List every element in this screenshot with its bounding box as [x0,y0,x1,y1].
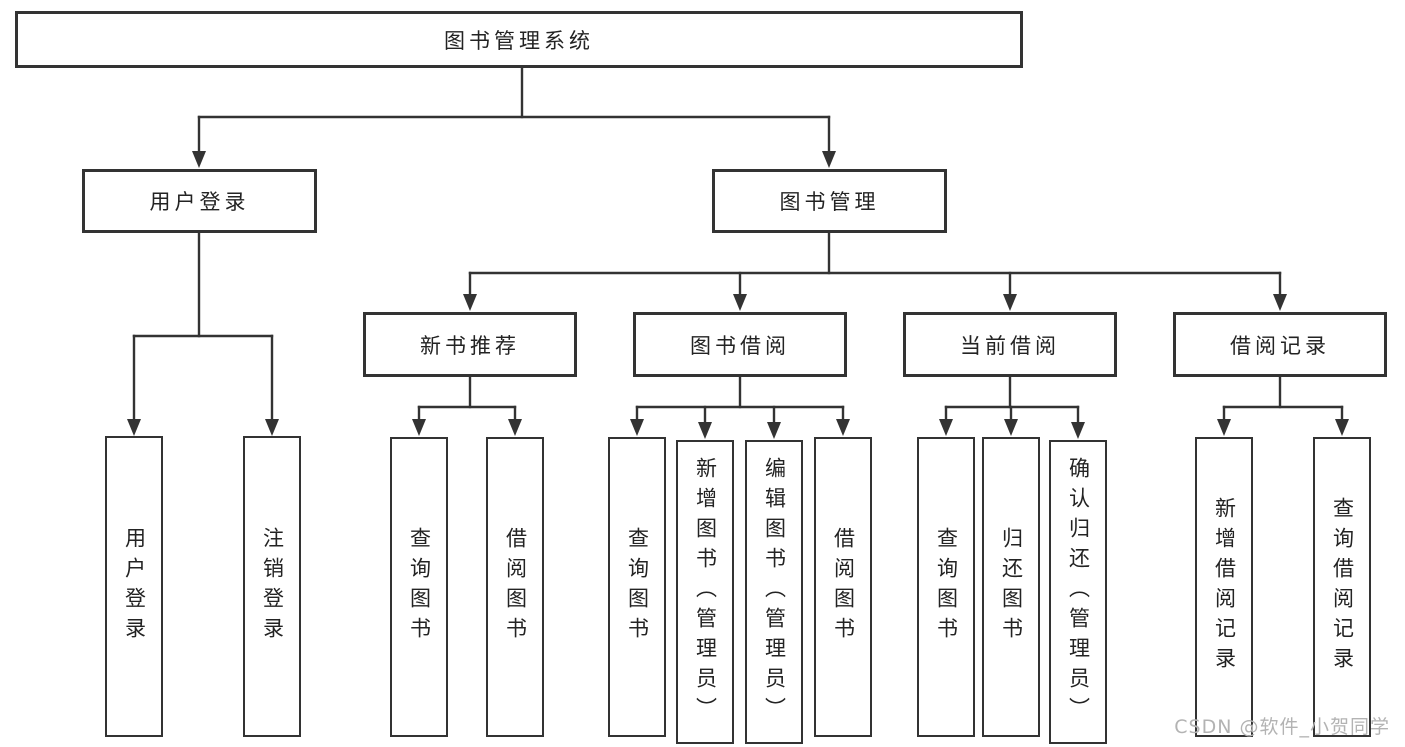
leaf-logout-login: 注销登录 [243,436,301,737]
node-user-login: 用户登录 [82,169,317,233]
node-new-book-recommend: 新书推荐 [363,312,577,377]
node-borrow-records: 借阅记录 [1173,312,1387,377]
leaf-user-login: 用户登录 [105,436,163,737]
csdn-watermark: CSDN @软件_小贺同学 [1174,716,1390,738]
leaf-add-books-admin: 新增图书（管理员） [676,440,734,744]
leaf-add-borrow-record: 新增借阅记录 [1195,437,1253,737]
leaf-query-borrow-record: 查询借阅记录 [1313,437,1371,737]
node-book-management: 图书管理 [712,169,947,233]
node-current-borrow: 当前借阅 [903,312,1117,377]
leaf-borrow-books: 借阅图书 [814,437,872,737]
leaf-borrow-books-recommend: 借阅图书 [486,437,544,737]
node-book-borrow: 图书借阅 [633,312,847,377]
leaf-return-books: 归还图书 [982,437,1040,737]
leaf-confirm-return-admin: 确认归还（管理员） [1049,440,1107,744]
leaf-edit-books-admin: 编辑图书（管理员） [745,440,803,744]
leaf-query-books-recommend: 查询图书 [390,437,448,737]
leaf-query-books-current: 查询图书 [917,437,975,737]
root-node-library-management-system: 图书管理系统 [15,11,1023,68]
leaf-query-books-borrow: 查询图书 [608,437,666,737]
